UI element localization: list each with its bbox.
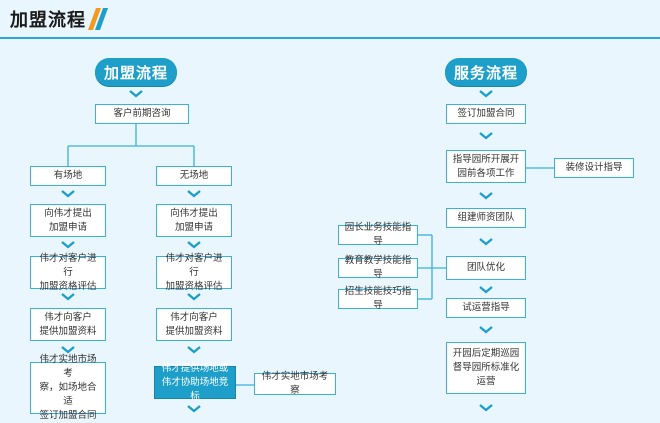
service-step-3: 组建师资团队 xyxy=(446,208,526,228)
header-bar: 加盟流程 xyxy=(0,0,660,39)
service-step-6: 开园后定期巡园 督导园所标准化 运营 xyxy=(446,342,526,394)
chevron-down-icon xyxy=(479,404,493,412)
chevron-down-icon xyxy=(61,190,75,198)
chevron-down-icon xyxy=(479,90,493,98)
join-process-title: 加盟流程 xyxy=(95,58,177,86)
branch-b-step-4: 伟才提供场地或 伟才协助场地竞标 xyxy=(154,363,236,402)
chevron-down-icon xyxy=(61,346,75,354)
branch-a-step-2: 伟才对客户进行 加盟资格评估 xyxy=(30,253,106,292)
branch-no-site: 无场地 xyxy=(156,166,232,186)
chevron-down-icon xyxy=(61,241,75,249)
chevron-down-icon xyxy=(187,293,201,301)
chevron-down-icon xyxy=(61,293,75,301)
service-side-left-1: 园长业务技能指导 xyxy=(338,222,418,247)
step-customer-consult: 客户前期咨询 xyxy=(95,104,189,124)
service-side-left-2: 教育教学技能指导 xyxy=(338,255,418,280)
service-step-2: 指导园所开展开 园前各项工作 xyxy=(446,150,526,183)
branch-b-step-2: 伟才对客户进行 加盟资格评估 xyxy=(156,253,232,292)
chevron-down-icon xyxy=(187,405,201,413)
branch-b-step-1: 向伟才提出 加盟申请 xyxy=(156,204,232,237)
branch-has-site: 有场地 xyxy=(30,166,106,186)
branch-a-step-3: 伟才向客户 提供加盟资料 xyxy=(30,308,106,341)
service-process-title: 服务流程 xyxy=(445,58,527,86)
service-step-1: 签订加盟合同 xyxy=(446,104,526,124)
service-side-left-3: 招生技能技巧指导 xyxy=(338,286,418,311)
branch-b-step-3: 伟才向客户 提供加盟资料 xyxy=(156,308,232,341)
chevron-down-icon xyxy=(479,238,493,246)
branch-b-side-survey: 伟才实地市场考察 xyxy=(254,371,336,396)
service-step-4: 团队优化 xyxy=(446,256,526,280)
service-side-decor: 装修设计指导 xyxy=(554,158,634,178)
chevron-down-icon xyxy=(479,326,493,334)
chevron-down-icon xyxy=(187,346,201,354)
chevron-down-icon xyxy=(129,90,143,98)
service-step-5: 试运营指导 xyxy=(446,298,526,318)
chevron-down-icon xyxy=(479,286,493,294)
chevron-down-icon xyxy=(187,190,201,198)
branch-a-step-1: 向伟才提出 加盟申请 xyxy=(30,204,106,237)
page-title: 加盟流程 xyxy=(10,10,86,31)
chevron-down-icon xyxy=(187,241,201,249)
chevron-down-icon xyxy=(479,132,493,140)
chevron-down-icon xyxy=(479,192,493,200)
branch-a-step-4: 伟才实地市场考 察，如场地合适 签订加盟合同 xyxy=(30,354,106,421)
